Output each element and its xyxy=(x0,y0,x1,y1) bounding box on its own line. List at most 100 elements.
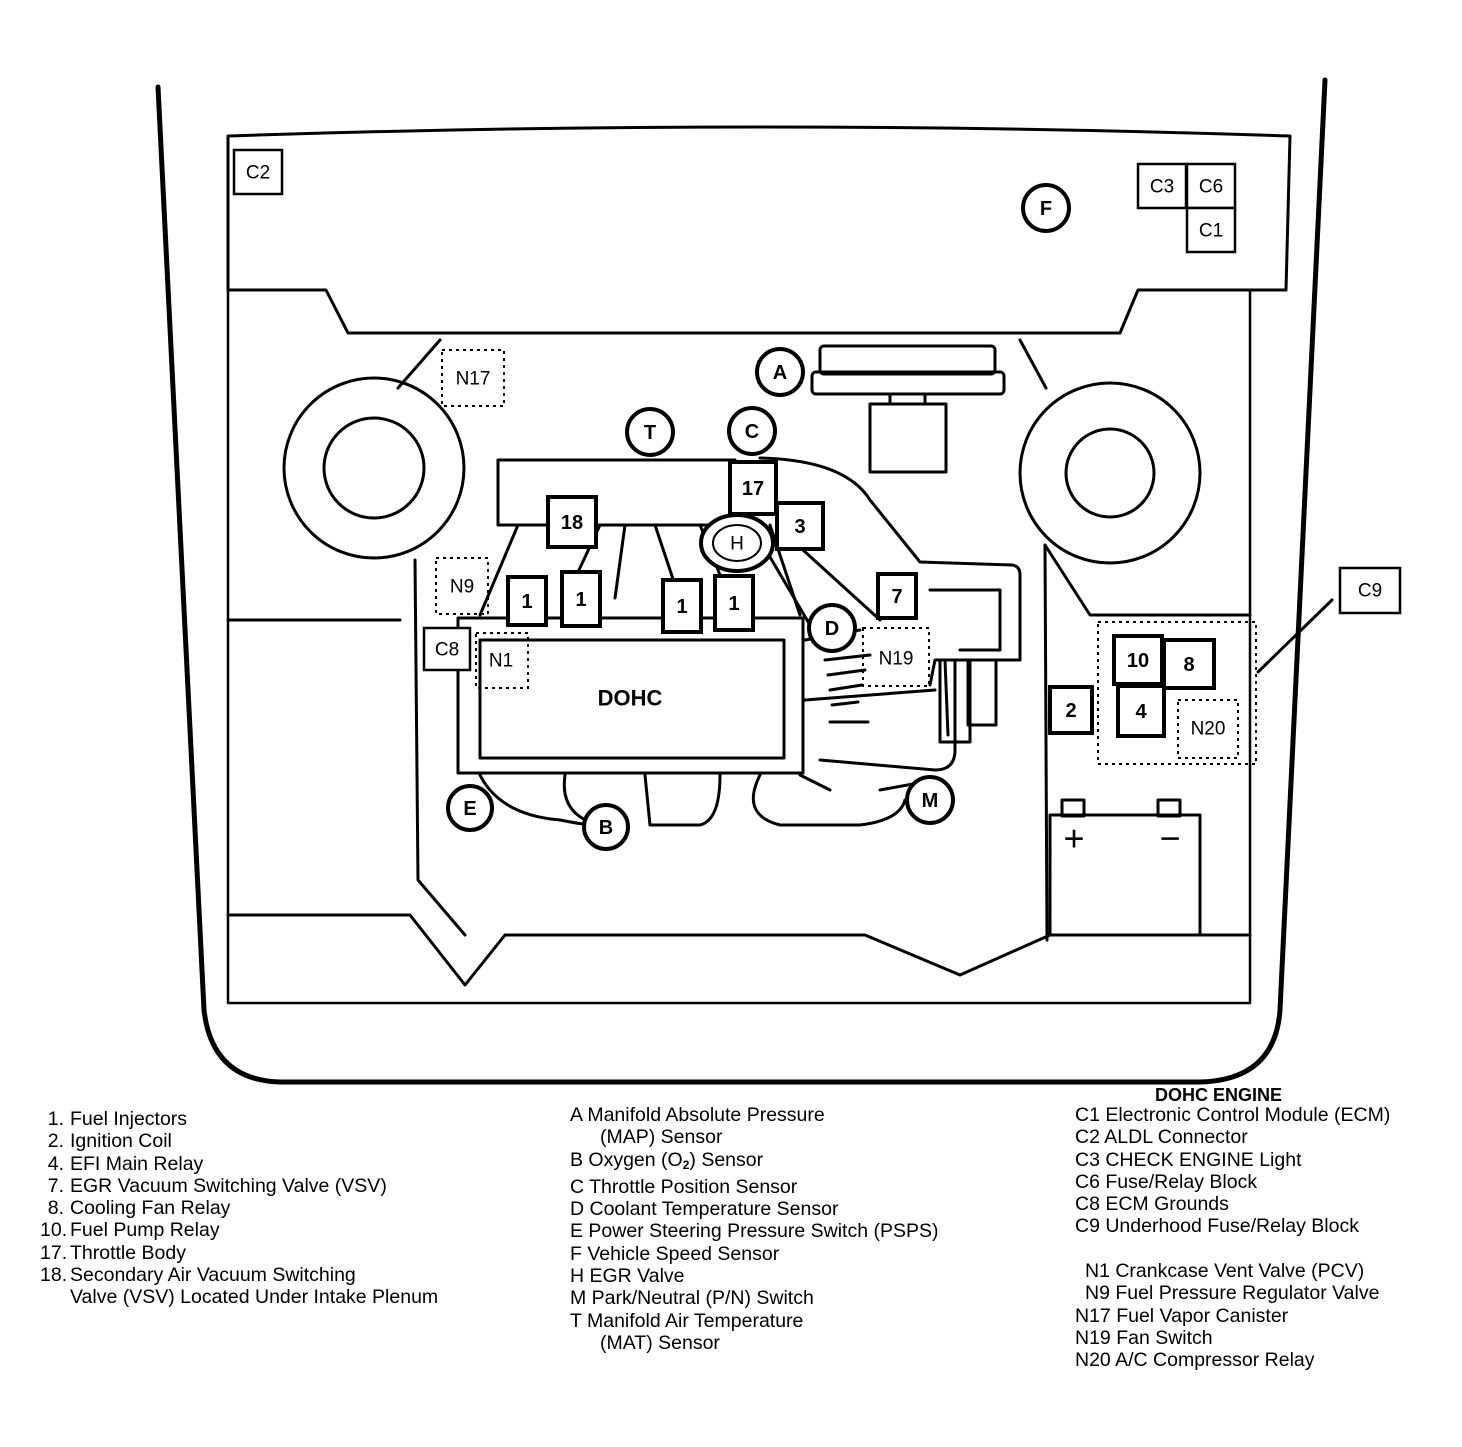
lower-frame xyxy=(226,913,1252,987)
throttle-duct xyxy=(758,456,1022,737)
marker-2 xyxy=(1048,685,1094,735)
legend-numbered-item: 4. EFI Main Relay xyxy=(40,1153,438,1175)
battery-minus-label: − xyxy=(1159,818,1180,859)
exhaust-manifold xyxy=(478,773,907,827)
marker-inj2 xyxy=(560,570,602,628)
legend-item-text: Fuel Pump Relay xyxy=(70,1219,220,1242)
marker-7 xyxy=(876,572,918,620)
marker-18 xyxy=(546,495,598,549)
legend-item-number: 17. xyxy=(40,1241,68,1264)
n9-box xyxy=(435,557,489,615)
legend-item-text: EFI Main Relay xyxy=(70,1152,204,1175)
legend-connector-item: C1 Electronic Control Module (ECM) xyxy=(1075,1104,1391,1126)
legend-numbered-item: 8. Cooling Fan Relay xyxy=(40,1197,438,1219)
label-N17: N17 xyxy=(456,369,491,390)
marker-M xyxy=(905,775,955,825)
label-C2: C2 xyxy=(246,163,270,184)
legend-item-text: EGR Vacuum Switching Valve (VSV) xyxy=(70,1174,387,1197)
battery-post-pos xyxy=(1060,798,1086,818)
legend-n-item: N1 Crankcase Vent Valve (PCV) xyxy=(1085,1260,1365,1282)
legend-item-number: 10. xyxy=(40,1219,68,1242)
marker-inj4 xyxy=(713,574,755,632)
legend-lettered-item: C Throttle Position Sensor xyxy=(570,1175,798,1198)
marker-3 xyxy=(775,501,825,551)
label-E: E xyxy=(463,798,476,820)
marker-C8 xyxy=(422,626,472,672)
legend-item-text: Throttle Body xyxy=(70,1241,186,1264)
body-outline xyxy=(155,77,1328,1085)
n1-box xyxy=(475,632,529,689)
label-T: T xyxy=(644,422,656,444)
legend-item-number: 2. xyxy=(47,1130,64,1153)
legend-item-number: 8. xyxy=(47,1197,64,1220)
label-C3: C3 xyxy=(1150,177,1174,198)
label-18: 18 xyxy=(561,512,583,534)
map-sensor-top xyxy=(818,344,997,376)
label-B: B xyxy=(599,817,613,839)
marker-17 xyxy=(728,460,778,516)
engine-label: DOHC xyxy=(598,686,663,711)
legend-lettered-item: E Power Steering Pressure Switch (PSPS) xyxy=(570,1220,939,1243)
legend-numbered-item: 18.Secondary Air Vacuum Switching xyxy=(40,1264,438,1286)
c9-fuse-block-area xyxy=(1097,621,1257,765)
marker-F xyxy=(1021,183,1071,233)
legend-numbered-item: 10.Fuel Pump Relay xyxy=(40,1219,438,1241)
label-8: 8 xyxy=(1183,654,1194,676)
marker-B xyxy=(582,803,630,851)
label-C8: C8 xyxy=(435,640,459,661)
legend-connector-item: C6 Fuse/Relay Block xyxy=(1075,1170,1258,1193)
legend-heading: DOHC ENGINE xyxy=(1155,1085,1283,1105)
legend-item-text: Ignition Coil xyxy=(70,1130,172,1153)
egr-valve-inner xyxy=(712,524,762,562)
label-C: C xyxy=(745,421,759,443)
legend-item-number: 7. xyxy=(47,1174,64,1197)
battery-plus-label: + xyxy=(1063,818,1084,859)
legend-item-text: Secondary Air Vacuum Switching xyxy=(70,1264,356,1287)
left-strut-tower xyxy=(282,376,466,560)
legend-numbered-item: 1.Fuel Injectors xyxy=(40,1108,438,1130)
legend-item-number: 18. xyxy=(40,1264,68,1287)
marker-C2 xyxy=(232,148,284,196)
component-outline xyxy=(938,658,972,744)
legend-lettered-item: D Coolant Temperature Sensor xyxy=(570,1198,839,1221)
legend-n-item: N20 A/C Compressor Relay xyxy=(1075,1349,1315,1372)
marker-inj3 xyxy=(661,578,703,634)
label-C9: C9 xyxy=(1358,581,1382,602)
label-N1: N1 xyxy=(489,651,513,672)
marker-4 xyxy=(1116,684,1166,738)
legend-item-subscript: 2 xyxy=(682,1157,690,1172)
battery-post-neg xyxy=(1156,798,1182,818)
legend-connector-item: C9 Underhood Fuse/Relay Block xyxy=(1075,1215,1359,1238)
marker-C9 xyxy=(1338,566,1402,615)
c9-leader-line xyxy=(1256,598,1334,674)
legend-lettered-item: (MAT) Sensor xyxy=(600,1331,720,1354)
legend-lettered-item: B Oxygen (O2) Sensor xyxy=(570,1149,938,1176)
legend-lettered-item: T Manifold Air Temperature xyxy=(570,1309,804,1332)
legend-item-number: 4. xyxy=(47,1152,64,1175)
label-H: H xyxy=(730,534,744,555)
label-inj3: 1 xyxy=(676,596,687,618)
legend-lettered-item: (MAP) Sensor xyxy=(600,1126,723,1149)
legend-item-text: Fuel Injectors xyxy=(70,1108,188,1130)
label-C6: C6 xyxy=(1199,177,1223,198)
marker-8 xyxy=(1162,638,1216,690)
legend-lettered-item: F Vehicle Speed Sensor xyxy=(570,1242,780,1265)
legend-numbered-item: 17.Throttle Body xyxy=(40,1242,438,1264)
n17-box xyxy=(441,349,505,407)
label-C1: C1 xyxy=(1199,221,1223,242)
legend-numbered-item: 2. Ignition Coil xyxy=(40,1130,438,1152)
label-3: 3 xyxy=(794,516,805,538)
label-F: F xyxy=(1040,198,1052,220)
battery xyxy=(1048,813,1202,937)
map-sensor-base xyxy=(810,370,1006,396)
legend-item-text: Cooling Fan Relay xyxy=(70,1197,231,1220)
legend-connector-item: C8 ECM Grounds xyxy=(1075,1193,1229,1216)
legend-n-item: N17 Fuel Vapor Canister xyxy=(1075,1304,1289,1327)
label-7: 7 xyxy=(891,586,902,608)
n20-box xyxy=(1177,699,1239,759)
label-N9: N9 xyxy=(450,577,474,598)
legend-numbered-item: Valve (VSV) Located Under Intake Plenum xyxy=(40,1286,438,1308)
label-4: 4 xyxy=(1135,701,1147,723)
label-D: D xyxy=(825,618,839,640)
